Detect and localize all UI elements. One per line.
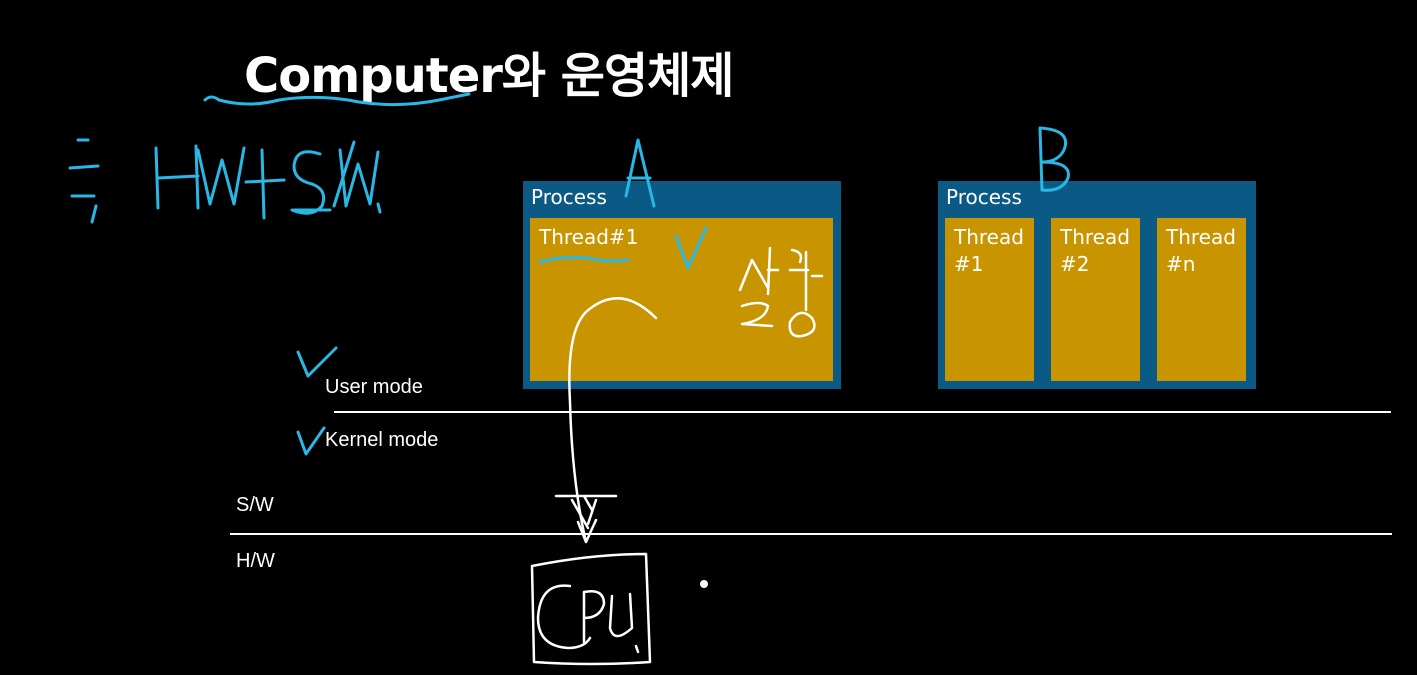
thread-underline	[538, 255, 630, 264]
process-b-label: Process	[946, 185, 1022, 209]
thread-label: Thread #1	[954, 225, 1024, 276]
sw-label: S/W	[236, 494, 274, 516]
check-user-mode	[296, 346, 338, 378]
process-a-thread-1: Thread#1	[530, 218, 833, 381]
process-a-label: Process	[531, 185, 607, 209]
syscall-marks	[554, 494, 618, 530]
user-mode-label: User mode	[325, 376, 423, 398]
run-handwriting	[738, 246, 824, 338]
process-b-box: Process Thread #1 Thread #2 Thread #n	[938, 181, 1256, 389]
thread-label: Thread#1	[539, 225, 639, 249]
check-kernel-mode	[296, 426, 326, 456]
dot-mark	[700, 580, 708, 588]
kernel-mode-label: Kernel mode	[325, 429, 439, 451]
label-b	[1038, 126, 1070, 192]
process-b-thread-1: Thread #1	[945, 218, 1034, 381]
thread-label: Thread #n	[1166, 225, 1236, 276]
sw-hw-divider	[230, 533, 1392, 535]
page-title: Computer와 운영체제	[244, 48, 734, 104]
process-b-thread-2: Thread #2	[1051, 218, 1140, 381]
hw-label: H/W	[236, 550, 275, 572]
cpu-handwriting	[530, 552, 652, 666]
corner-shape	[1386, 647, 1417, 675]
thread-label: Thread #2	[1060, 225, 1130, 276]
title-underline	[203, 92, 471, 107]
hw-sw-handwriting	[68, 138, 382, 224]
process-b-thread-n: Thread #n	[1157, 218, 1246, 381]
execution-arrow	[568, 297, 658, 544]
check-thread	[674, 226, 708, 270]
user-kernel-divider	[334, 411, 1391, 413]
label-a	[624, 138, 656, 208]
process-a-box: Process Thread#1	[523, 181, 841, 389]
